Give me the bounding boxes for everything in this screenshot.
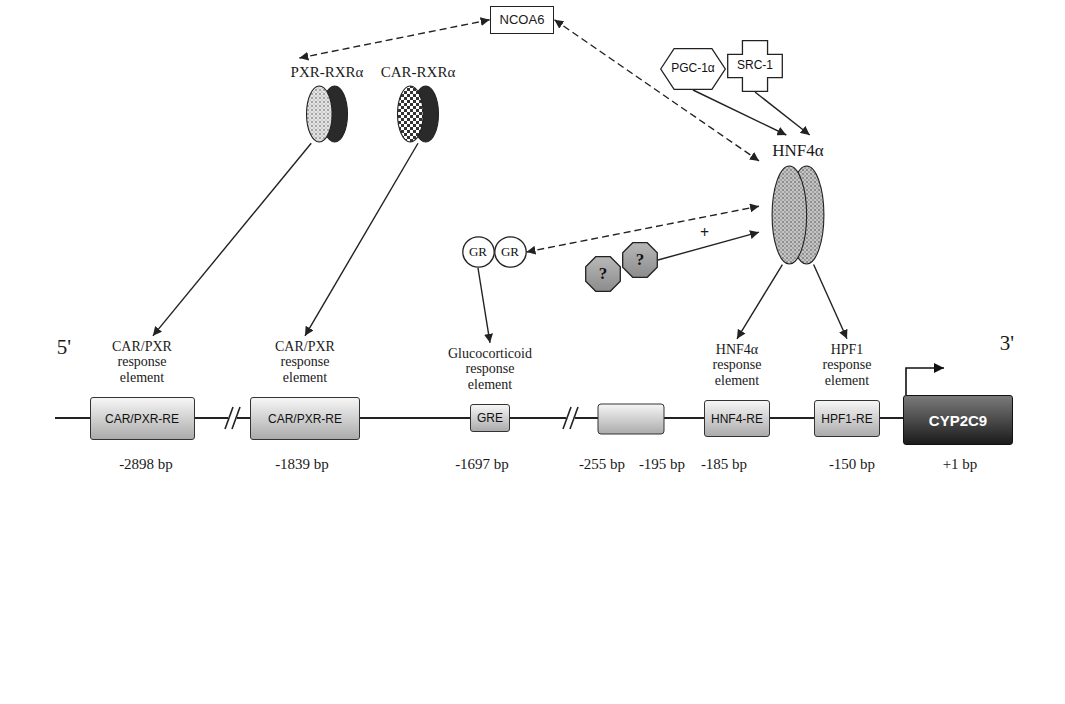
hnf4a-dimer: HNF4α xyxy=(759,135,837,265)
interaction-arrow xyxy=(554,20,759,161)
edge-sign: + xyxy=(697,224,712,242)
gene-name: CYP2C9 xyxy=(903,395,1013,445)
octagon-outline xyxy=(586,257,621,292)
binding-arrow xyxy=(478,268,490,343)
position-label: -1697 bp xyxy=(455,456,509,473)
unknown-factor: ? xyxy=(585,256,621,292)
cross-outline xyxy=(728,41,783,92)
coactivator-hexagon: PGC-1α xyxy=(660,48,726,90)
binding-arrow xyxy=(305,143,418,336)
element-name: CAR/PXR-RE xyxy=(250,397,360,440)
strand-end-label: 3' xyxy=(1000,332,1014,355)
dimer-illustration xyxy=(295,85,359,143)
unknown-factor: ? xyxy=(622,242,658,278)
position-label: -2898 bp xyxy=(119,456,173,473)
subunit-ellipse xyxy=(772,166,807,264)
interaction-arrow xyxy=(299,20,489,58)
factor-heading: CAR-RXRα xyxy=(381,64,456,81)
subunit-ellipse xyxy=(307,86,333,142)
binding-arrow xyxy=(153,143,311,336)
subunit-ellipse xyxy=(398,86,424,142)
factor-heading: PXR-RXRα xyxy=(291,64,364,81)
response-element: CAR/PXR response elementCAR/PXR-RE xyxy=(88,336,197,440)
response-element: Glucocorticoid response elementGRE xyxy=(442,343,538,432)
binding-arrow xyxy=(737,265,782,339)
element-name: CAR/PXR-RE xyxy=(90,397,195,440)
factor-name: PGC-1α xyxy=(671,62,715,75)
position-label: -150 bp xyxy=(829,456,875,473)
position-label: -185 bp xyxy=(701,456,747,473)
gene-box: CYP2C9 xyxy=(903,395,1013,445)
element-heading: CAR/PXR response element xyxy=(265,339,345,385)
element-name: HPF1-RE xyxy=(814,400,880,437)
factor-name: GR xyxy=(469,245,487,259)
element-name: HNF4-RE xyxy=(704,400,770,437)
position-label: -195 bp xyxy=(639,456,685,473)
factor-name: ? xyxy=(599,265,608,284)
factor-name: NCOA6 xyxy=(500,12,545,28)
receptor-dimer: CAR-RXRα xyxy=(378,58,459,143)
factor-name: GR xyxy=(501,245,519,259)
element-name: GRE xyxy=(470,404,510,432)
octagon-outline xyxy=(623,243,658,278)
break-slash xyxy=(232,407,240,429)
element-heading: CAR/PXR response element xyxy=(102,339,182,385)
coactivator-box: NCOA6 xyxy=(490,6,555,34)
position-label: -1839 bp xyxy=(275,456,329,473)
transcription-start-arrow xyxy=(906,368,944,395)
binding-arrow xyxy=(755,92,810,135)
binding-arrow xyxy=(814,265,847,339)
response-element: HPF1 response elementHPF1-RE xyxy=(810,339,884,437)
binding-arrow xyxy=(693,90,786,135)
unknown-element-box xyxy=(598,404,664,434)
break-slash xyxy=(563,407,571,429)
response-element: HNF4α response elementHNF4-RE xyxy=(700,339,774,437)
dimer-illustration xyxy=(762,165,834,265)
hexagon-outline xyxy=(661,49,726,90)
gr-monomer: GR xyxy=(494,236,527,268)
factor-name: ? xyxy=(636,251,645,270)
position-label: +1 bp xyxy=(943,456,978,473)
element-heading: Glucocorticoid response element xyxy=(444,346,536,392)
response-element: CAR/PXR response elementCAR/PXR-RE xyxy=(248,336,362,440)
factor-name: SRC-1 xyxy=(737,59,773,72)
break-slash xyxy=(570,407,578,429)
dimer-illustration xyxy=(386,85,450,143)
circle-outline xyxy=(494,237,525,267)
position-label: -255 bp xyxy=(579,456,625,473)
receptor-dimer: PXR-RXRα xyxy=(288,58,367,143)
coactivator-cross: SRC-1 xyxy=(727,40,783,92)
element-heading: HPF1 response element xyxy=(812,342,882,388)
strand-end-label: 5' xyxy=(57,336,71,359)
factor-heading: HNF4α xyxy=(772,141,823,161)
element-heading: HNF4α response element xyxy=(702,342,772,388)
circle-outline xyxy=(462,237,493,267)
break-slash xyxy=(225,407,233,429)
gr-monomer: GR xyxy=(462,236,495,268)
